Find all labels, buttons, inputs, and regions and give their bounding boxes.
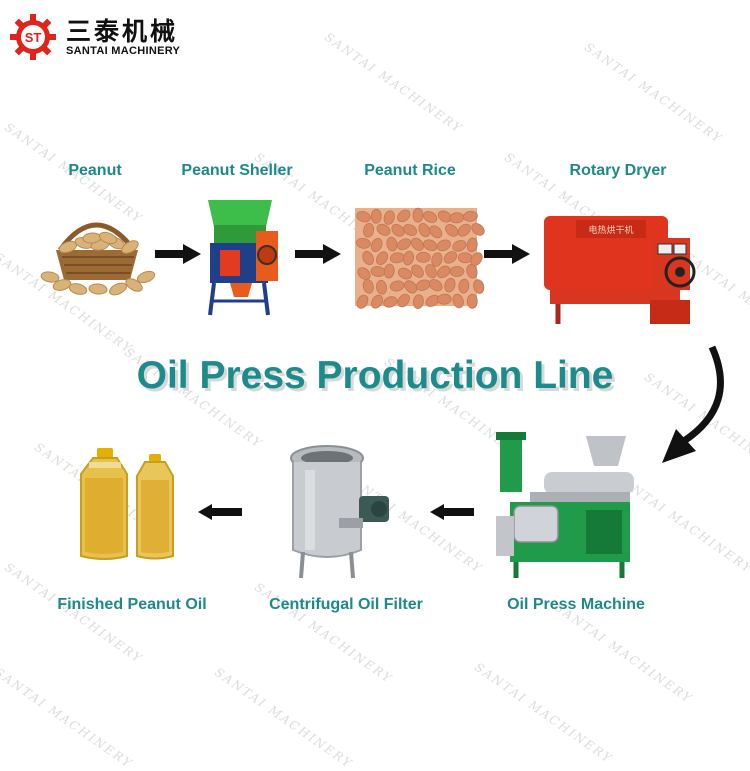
- brand-logo-letters: ST: [25, 30, 42, 45]
- peanut-kernel: [412, 294, 424, 310]
- page-title: Oil Press Production Line: [136, 354, 614, 397]
- watermark: SANTAI MACHINERY: [581, 40, 726, 147]
- watermark: SANTAI MACHINERY: [211, 665, 356, 771]
- peanut-kernel: [471, 223, 485, 236]
- peanut-kernel: [444, 277, 456, 293]
- peanut-kernel: [431, 252, 443, 267]
- peanut-kernel: [376, 279, 387, 295]
- peanut-kernel: [391, 223, 405, 237]
- watermark: SANTAI MACHINERY: [0, 665, 136, 771]
- machine-panel-label: 电热烘干机: [588, 224, 633, 236]
- step-label-peanut: Peanut: [68, 162, 122, 179]
- peanut-kernel: [423, 211, 438, 223]
- brand-name-cn: 三泰机械: [66, 17, 179, 46]
- step-label-rotary-dryer: Rotary Dryer: [569, 162, 667, 179]
- peanut-kernel: [403, 224, 418, 236]
- arrow-right-icon: [155, 244, 201, 264]
- peanut-kernel: [452, 239, 467, 252]
- peanut-kernel: [397, 209, 411, 223]
- peanut-kernel: [376, 251, 389, 266]
- peanut-kernel: [404, 280, 418, 294]
- peanut-kernel: [429, 225, 443, 239]
- watermark: SANTAI MACHINERY: [551, 600, 696, 707]
- peanut-kernel: [389, 280, 405, 292]
- peanut-kernel: [458, 278, 470, 294]
- step-label-centrifugal-oil-filter: Centrifugal Oil Filter: [269, 596, 423, 613]
- peanut-kernel: [362, 250, 374, 266]
- peanut-kernel: [466, 237, 478, 253]
- peanut-kernel: [370, 294, 384, 309]
- peanut-kernel: [466, 264, 478, 279]
- centrifugal-filter-icon: [290, 445, 389, 579]
- peanut-kernel: [411, 264, 424, 278]
- peanut-kernel: [383, 263, 395, 279]
- peanut-kernel: [363, 222, 375, 238]
- arrow-right-icon: [484, 244, 530, 264]
- peanut-kernel: [466, 293, 478, 309]
- peanut-kernel: [411, 237, 424, 251]
- peanut-kernel: [386, 236, 398, 252]
- peanut-kernel: [397, 267, 413, 280]
- peanut-kernel: [463, 210, 478, 222]
- peanut-kernel: [376, 223, 391, 236]
- watermark: SANTAI MACHINERY: [471, 660, 616, 767]
- peanut-kernel: [356, 237, 371, 249]
- peanut-kernel: [452, 293, 464, 309]
- peanut-kernel: [449, 266, 465, 277]
- peanut-kernel: [415, 251, 431, 263]
- peanut-kernel: [457, 223, 471, 237]
- peanut-kernel: [425, 264, 437, 279]
- peanut-kernel: [412, 207, 424, 223]
- peanut-kernel: [356, 294, 369, 309]
- peanut-kernel: [418, 223, 431, 238]
- peanut-kernel: [370, 208, 382, 224]
- peanut-kernel: [443, 251, 458, 264]
- peanut-kernel: [402, 250, 415, 266]
- arrow-right-icon: [295, 244, 341, 264]
- arrow-left-icon: [198, 504, 242, 520]
- step-label-oil-press-machine: Oil Press Machine: [507, 596, 645, 613]
- peanut-kernel: [397, 238, 411, 251]
- watermark: SANTAI MACHINERY: [321, 30, 466, 137]
- curved-arrow-down-icon: [662, 345, 724, 463]
- peanut-kernel: [445, 224, 459, 237]
- step-label-finished-peanut-oil: Finished Peanut Oil: [57, 596, 207, 613]
- peanut-kernel: [370, 237, 383, 253]
- peanut-kernels-icon: [355, 207, 485, 310]
- peanut-basket-icon: [40, 222, 156, 296]
- peanut-kernel: [436, 293, 452, 305]
- peanut-kernel: [473, 279, 485, 294]
- peanut-kernel: [362, 279, 374, 294]
- brand-name-en: SANTAI MACHINERY: [66, 45, 181, 57]
- peanut-kernel: [423, 239, 438, 251]
- peanut-kernel: [428, 279, 443, 292]
- peanut-kernel: [357, 267, 371, 280]
- peanut-kernel: [436, 265, 451, 279]
- peanut-kernel: [356, 211, 371, 223]
- step-label-peanut-sheller: Peanut Sheller: [181, 162, 293, 179]
- oil-bottles-icon: [80, 448, 174, 560]
- oil-press-icon: [496, 432, 634, 578]
- peanut-kernel: [383, 210, 395, 225]
- arrow-left-icon: [430, 504, 474, 520]
- step-label-peanut-rice: Peanut Rice: [364, 162, 456, 179]
- peanut-kernel: [383, 296, 398, 308]
- rotary-dryer-icon: 电热烘干机: [544, 216, 696, 324]
- peanut-sheller-icon: [208, 200, 278, 316]
- peanut-kernel: [397, 293, 410, 308]
- brand-logo-icon: ST: [10, 14, 56, 60]
- peanut-kernel: [436, 239, 451, 252]
